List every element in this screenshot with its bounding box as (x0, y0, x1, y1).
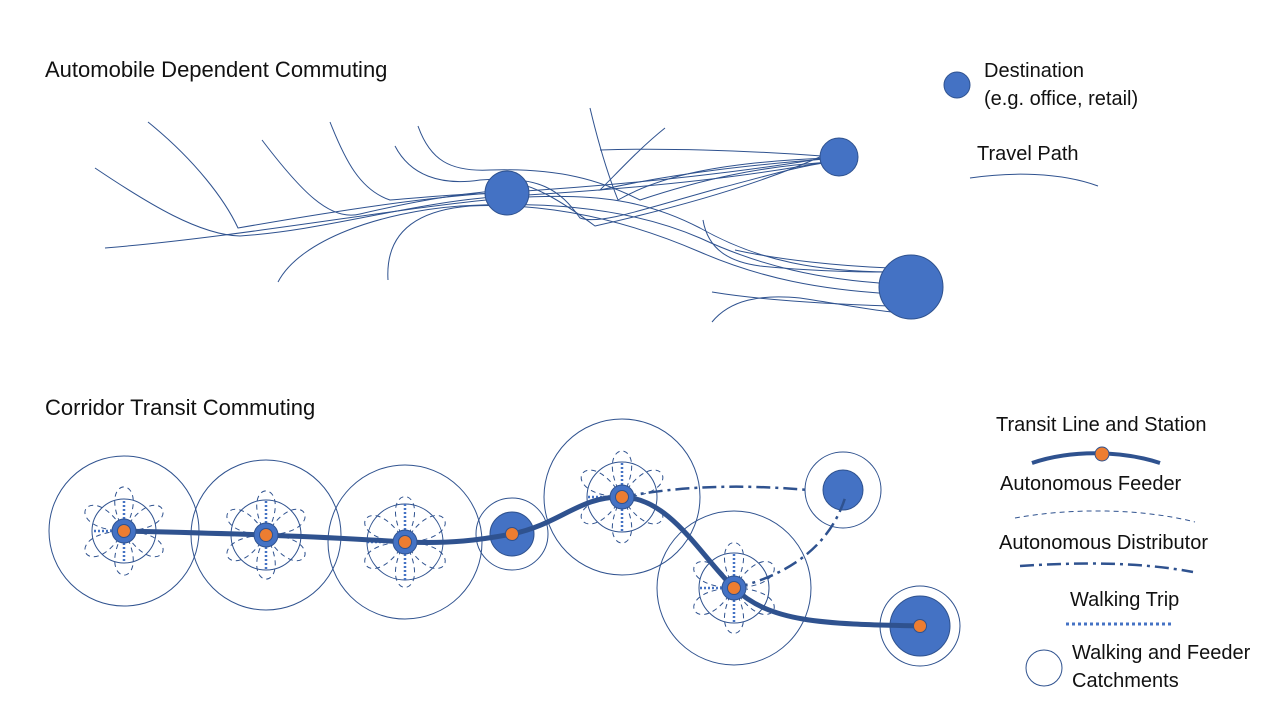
autonomous-feeder-loop (394, 541, 416, 588)
autonomous-feeder-loop (733, 587, 775, 616)
travel-path (387, 205, 896, 295)
autonomous-feeder-loop (84, 530, 125, 558)
legend-destination-label: Destination (984, 60, 1085, 82)
travel-path (504, 148, 823, 227)
legend-autonomous-feeder-icon (1014, 510, 1196, 523)
legend-destination-example: (e.g. office, retail) (984, 88, 1139, 110)
autonomous-feeder-loop (123, 504, 164, 532)
travel-path (734, 249, 891, 269)
transit-line (121, 494, 923, 629)
catchment-circle (543, 418, 701, 576)
autonomous-feeder-loop (723, 587, 745, 634)
transit-station (117, 524, 131, 538)
autonomous-feeder-loop (265, 508, 306, 536)
destination-node (822, 469, 864, 511)
autonomous-feeder-loop (723, 542, 745, 589)
legend-travel-path-icon (969, 173, 1099, 187)
travel-path (104, 195, 896, 273)
travel-path (329, 121, 511, 201)
autonomous-feeder-loop (256, 490, 276, 536)
autonomous-feeder-loop (404, 514, 446, 543)
stations-layer (111, 484, 927, 633)
legend-transit-line-label: Transit Line and Station (996, 414, 1207, 436)
catchment-circle (656, 510, 812, 666)
travel-path (711, 296, 893, 323)
legend-travel-path-label: Travel Path (977, 143, 1079, 165)
autonomous-feeder-loop (114, 530, 134, 576)
travel-path (394, 145, 831, 221)
autonomous-feeder-loop (733, 560, 775, 589)
legend-station-icon (1094, 446, 1110, 462)
top-section-title: Automobile Dependent Commuting (45, 57, 388, 82)
autonomous-feeder-loop (114, 486, 134, 532)
autonomous-feeder-loop (693, 587, 735, 616)
legend-autonomous-feeder-label: Autonomous Feeder (1000, 473, 1182, 495)
autonomous-feeder-loop (580, 469, 623, 498)
autonomous-feeder-loop (84, 504, 125, 532)
transit-station (727, 581, 741, 595)
autonomous-feeder-loop (364, 541, 406, 570)
feeder-inner-circle (698, 552, 770, 624)
autonomous-feeder-loop (394, 496, 416, 543)
autonomous-feeder-loop (256, 534, 276, 580)
travel-path (589, 107, 831, 201)
autonomous-feeder-loop (226, 534, 267, 562)
legend-catchment-icon (1025, 649, 1063, 687)
legend-catchments-label: Walking and Feeder (1072, 642, 1251, 664)
legend-autonomous-distributor-icon (1019, 562, 1194, 574)
travel-paths (94, 107, 896, 323)
autonomous-distributor-path (733, 497, 847, 590)
transit-station (913, 619, 927, 633)
autonomous-feeder-loop (611, 450, 633, 498)
feeder-inner-circle (586, 461, 658, 533)
travel-path (711, 291, 891, 307)
autonomous-distributor-path (621, 485, 809, 499)
legend-catchments-label-2: Catchments (1072, 670, 1179, 692)
bottom-section-title: Corridor Transit Commuting (45, 395, 316, 420)
travel-path (598, 127, 839, 191)
travel-path (702, 219, 891, 273)
travel-path (417, 125, 833, 201)
travel-path (94, 159, 836, 237)
travel-path (277, 203, 896, 285)
travel-path (261, 139, 511, 216)
legend-autonomous-distributor-label: Autonomous Distributor (999, 532, 1208, 554)
catchment-circle (475, 497, 549, 571)
transit-station (398, 535, 412, 549)
destination-node (484, 170, 530, 216)
transit-station (259, 528, 273, 542)
transit-station (505, 527, 519, 541)
transit-station (615, 490, 629, 504)
catchment-circle (327, 464, 483, 620)
legend-destination-icon (943, 71, 971, 99)
autonomous-feeder-loop (611, 496, 633, 544)
destination-node (878, 254, 944, 320)
legend-walking-trip-label: Walking Trip (1070, 589, 1180, 611)
destination-node (819, 137, 859, 177)
